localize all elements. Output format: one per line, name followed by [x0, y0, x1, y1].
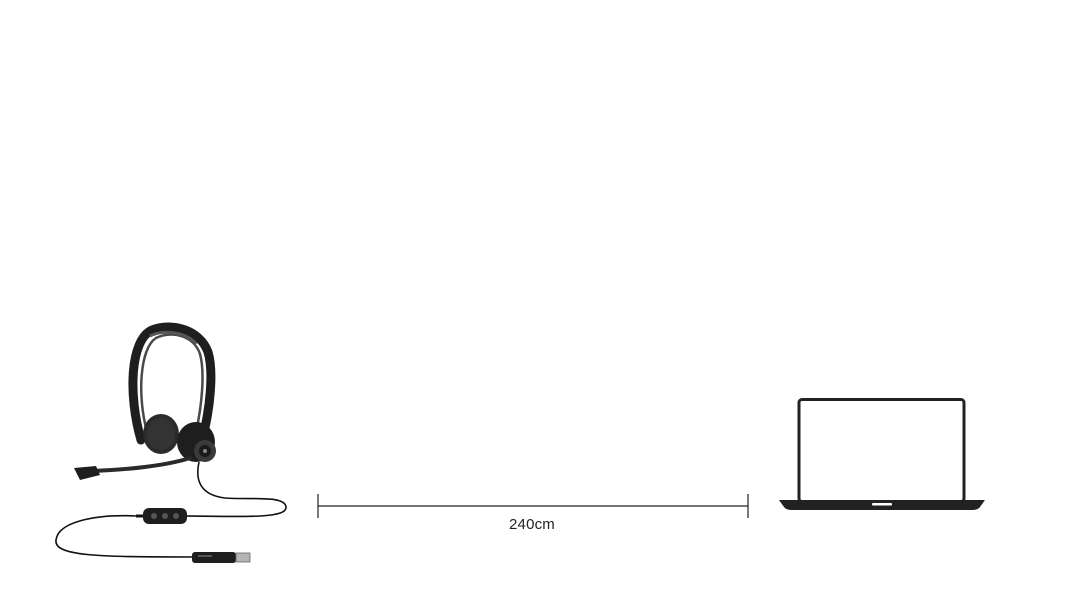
- cable-length-label: 240cm: [508, 516, 556, 533]
- headset-icon: [55, 322, 287, 563]
- laptop-icon: [779, 398, 985, 510]
- dimension-line-icon: [317, 494, 749, 518]
